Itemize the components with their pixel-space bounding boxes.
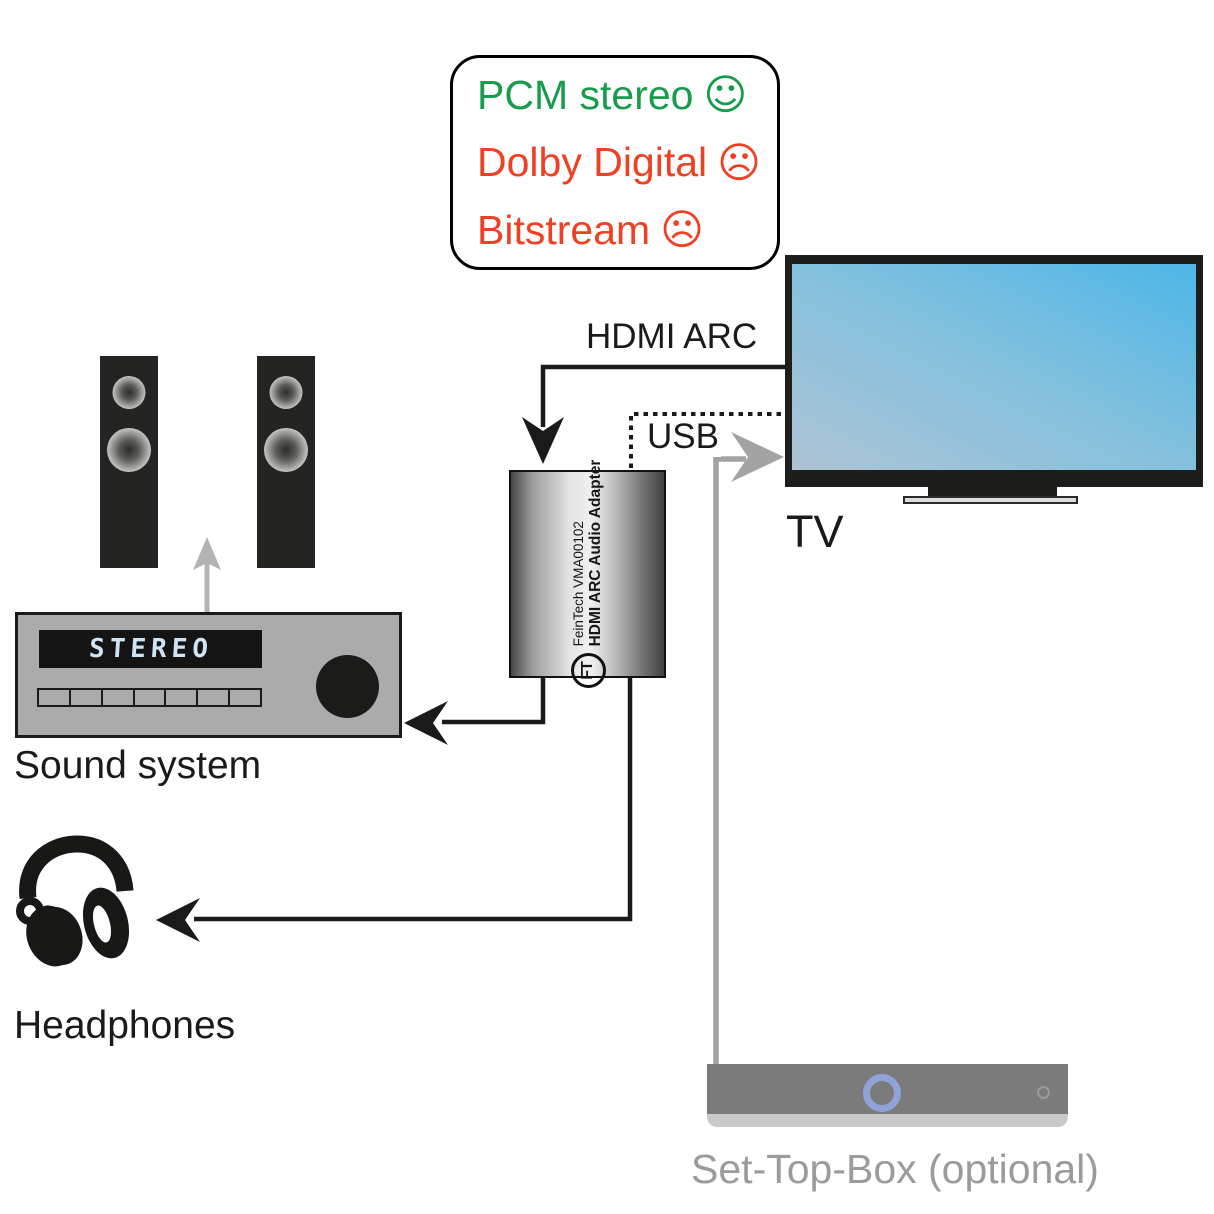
tv-stand-neck bbox=[928, 487, 1057, 497]
format-line-bitstream: Bitstream ☹ bbox=[477, 209, 777, 251]
adapter-product-name: HDMI ARC Audio Adapter bbox=[586, 459, 604, 647]
power-ring-icon bbox=[863, 1074, 901, 1112]
preset-button bbox=[37, 688, 71, 707]
sad-face-icon: ☹ bbox=[717, 137, 761, 187]
happy-face-icon: ☺ bbox=[703, 70, 748, 119]
preset-buttons bbox=[37, 688, 263, 707]
standby-led-icon bbox=[1037, 1086, 1050, 1099]
format-label: Bitstream bbox=[477, 206, 651, 253]
sad-face-icon: ☹ bbox=[660, 205, 704, 254]
preset-button bbox=[196, 688, 231, 707]
preset-button bbox=[132, 688, 167, 707]
tweeter-icon bbox=[112, 376, 146, 409]
preset-button bbox=[164, 688, 199, 707]
stb-cable bbox=[713, 456, 746, 1068]
set-top-box-base bbox=[707, 1114, 1068, 1127]
speaker-left bbox=[100, 356, 158, 568]
tweeter-icon bbox=[269, 376, 303, 409]
tv-label: TV bbox=[786, 506, 844, 557]
usb-label: USB bbox=[645, 417, 721, 457]
volume-knob bbox=[316, 655, 379, 718]
stb-arrowhead-icon bbox=[731, 432, 784, 482]
format-line-pcm: PCM stereo ☺ bbox=[477, 74, 777, 116]
audio-format-callout: PCM stereo ☺ Dolby Digital ☹ Bitstream ☹ bbox=[450, 55, 780, 270]
preset-button bbox=[100, 688, 135, 707]
headphones-arrowhead-icon bbox=[156, 898, 200, 942]
headphones-icon bbox=[16, 835, 134, 968]
hdmi-arc-label: HDMI ARC bbox=[586, 317, 758, 356]
tv-device bbox=[785, 255, 1203, 487]
adapter-side-print: FT FeinTech VMA00102 HDMI ARC Audio Adap… bbox=[513, 460, 663, 689]
format-label: Dolby Digital bbox=[477, 139, 708, 185]
hdmi-arc-cable bbox=[540, 364, 787, 427]
adapter-brand-model: FeinTech VMA00102 bbox=[570, 521, 586, 647]
format-line-dolby: Dolby Digital ☹ bbox=[477, 137, 777, 187]
tv-stand-base bbox=[903, 496, 1078, 504]
sound-system-label: Sound system bbox=[14, 744, 262, 787]
format-label: PCM stereo bbox=[477, 71, 694, 118]
soundsystem-arrowhead-icon bbox=[404, 701, 448, 745]
woofer-icon bbox=[107, 428, 151, 472]
hdmi-arc-arrowhead-icon bbox=[522, 417, 564, 464]
preset-button bbox=[228, 688, 263, 707]
set-top-box-label: Set-Top-Box (optional) bbox=[691, 1146, 1099, 1192]
adapter-to-soundsystem-cable bbox=[442, 676, 546, 725]
hdmi-arc-adapter-device: FT FeinTech VMA00102 HDMI ARC Audio Adap… bbox=[509, 460, 666, 689]
adapter-to-headphones-cable bbox=[194, 676, 633, 922]
woofer-icon bbox=[264, 428, 308, 472]
speaker-right bbox=[257, 356, 315, 568]
sound-system-device: STEREO bbox=[15, 612, 402, 738]
receiver-display-text: STEREO bbox=[87, 634, 214, 664]
speaker-arrow-head-icon bbox=[193, 537, 221, 570]
receiver-display: STEREO bbox=[39, 630, 262, 668]
preset-button bbox=[68, 688, 103, 707]
tv-screen bbox=[792, 264, 1196, 470]
headphones-label: Headphones bbox=[14, 1004, 236, 1047]
